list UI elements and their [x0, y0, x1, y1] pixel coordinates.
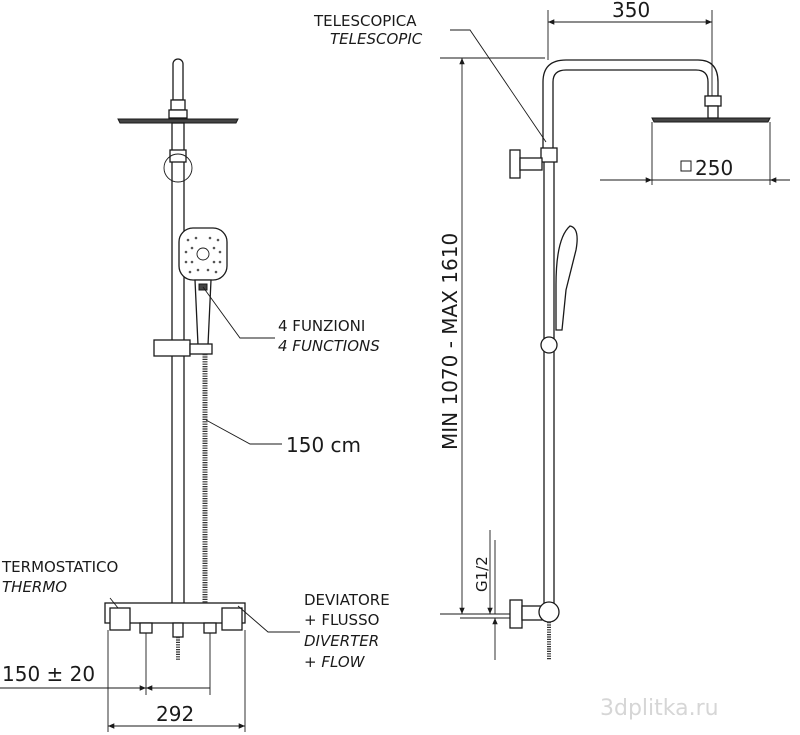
height-range-dim: MIN 1070 - MAX 1610: [438, 233, 462, 450]
riser-rail: [171, 122, 185, 609]
hand-shower: [178, 227, 228, 346]
inlet-spacing-dim: 150 ± 20: [2, 662, 95, 686]
slider-bracket: [153, 339, 191, 357]
functions-label-en: 4 FUNCTIONS: [278, 337, 380, 355]
diverter-label-en-2: + FLOW: [304, 653, 366, 671]
side-rail: [543, 149, 555, 611]
side-valve: [509, 149, 521, 179]
thermo-label-it: TERMOSTATICO: [1, 558, 118, 576]
side-wall-connector: [509, 599, 523, 629]
thermo-label-en: THERMO: [2, 578, 67, 596]
side-slider: [540, 336, 558, 354]
side-hand-shower: [555, 225, 578, 331]
diverter-label-it-1: DEVIATORE: [304, 591, 390, 609]
square-symbol-icon: [680, 160, 692, 172]
diverter-label-en-1: DIVERTER: [304, 632, 379, 650]
side-rain-head: [651, 117, 771, 123]
shower-arm: [172, 58, 184, 101]
functions-label-it: 4 FUNZIONI: [278, 317, 365, 335]
head-size-dim: 250: [695, 156, 733, 180]
rain-shower-head: [117, 118, 239, 124]
side-shower-arm: [542, 59, 719, 151]
telescopic-label-it: TELESCOPICA: [313, 12, 417, 30]
mixer-width-dim: 292: [156, 702, 194, 726]
diverter-knob: [221, 607, 243, 631]
watermark: 3dplitka.ru: [600, 696, 719, 721]
telescopic-joint: [169, 149, 187, 163]
connection-dim: G1/2: [473, 556, 491, 592]
front-view: [0, 58, 300, 732]
diverter-label-it-2: + FLUSSO: [304, 611, 379, 629]
thermo-knob: [109, 607, 131, 631]
arm-reach-dim: 350: [612, 0, 650, 22]
side-view: [440, 10, 790, 660]
hose-length-label: 150 cm: [286, 433, 361, 457]
arm-nut: [170, 99, 186, 111]
detail-circle: [163, 153, 193, 183]
telescopic-label-en: TELESCOPIC: [330, 30, 423, 48]
